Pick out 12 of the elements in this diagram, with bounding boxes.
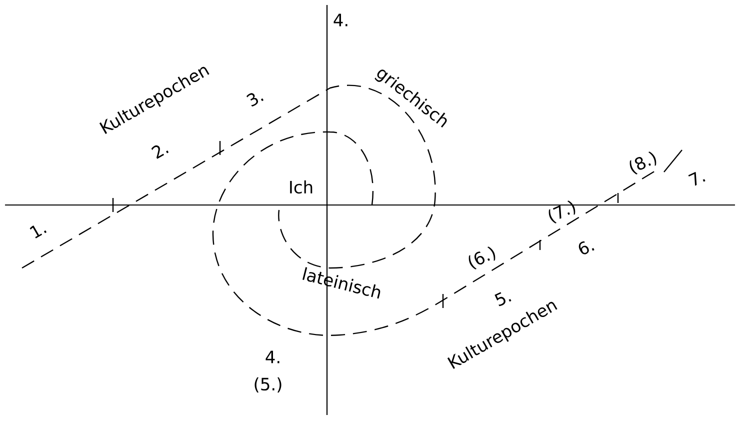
epoch-number: 1. <box>30 225 47 238</box>
epoch-number: 4. <box>334 14 348 26</box>
epoch-number: (6.) <box>468 246 496 270</box>
epoch-number: 4. <box>266 350 280 364</box>
epoch-number: (7.) <box>548 200 576 224</box>
epoch-number: (8.) <box>630 152 656 174</box>
epoch-number: 2. <box>151 145 169 159</box>
epoch-number: 3. <box>246 93 264 106</box>
epoch-number: 7. <box>688 172 706 186</box>
epoch-number: 6. <box>578 241 594 254</box>
epoch-number: (5.) <box>254 377 282 393</box>
handwritten-label: Ich <box>290 180 312 194</box>
